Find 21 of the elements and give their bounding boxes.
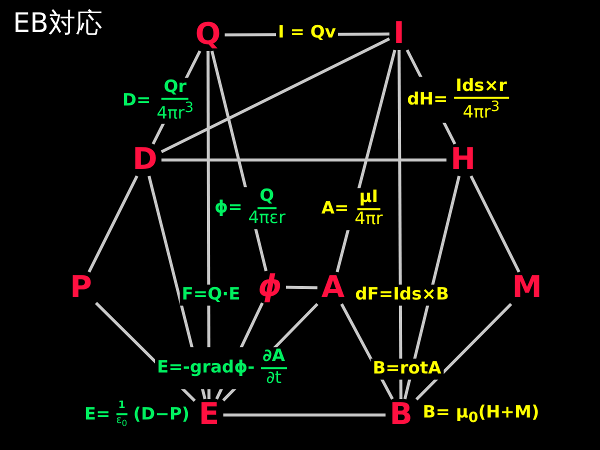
formula-label: dF=Ids×B — [353, 284, 451, 306]
title: EB対応 — [13, 8, 103, 40]
connector-line — [160, 37, 390, 154]
connector-line — [415, 302, 512, 400]
connector-line — [398, 50, 402, 399]
variable-letter: I — [389, 18, 409, 50]
variable-letter: Q — [191, 19, 225, 51]
variable-letter: B — [386, 399, 416, 431]
variable-letter: E — [194, 399, 224, 431]
connector-line — [286, 286, 318, 290]
variable-letter: M — [508, 272, 546, 304]
formula-label: B=rotA — [370, 358, 444, 380]
connector-line — [470, 175, 520, 273]
connector-line — [161, 158, 446, 162]
variable-letter: P — [66, 272, 96, 304]
connector-line — [223, 414, 386, 416]
connector-line — [88, 175, 138, 273]
variable-letter: H — [446, 144, 480, 176]
variable-letter: A — [317, 272, 349, 304]
variable-letter: ϕ — [254, 271, 286, 303]
variable-letter: D — [128, 144, 162, 176]
